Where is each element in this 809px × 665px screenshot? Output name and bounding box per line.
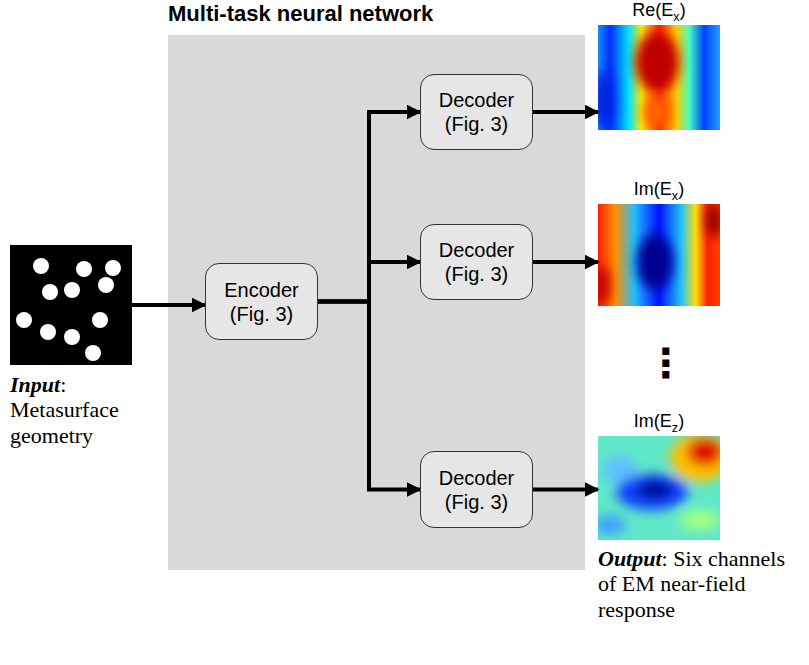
flow-arrow — [132, 303, 205, 307]
image-label: Re(Ex) — [578, 0, 740, 24]
flow-arrow — [533, 110, 598, 114]
image-label: Input: Metasurface geometry — [10, 372, 170, 448]
output-caption: Output: Six channels of EM near-field re… — [598, 546, 806, 622]
ellipsis: ⋮ — [646, 343, 686, 383]
flow-arrow — [533, 488, 598, 492]
image-label: Im(Ez) — [578, 411, 740, 435]
flow-arrow — [533, 260, 598, 264]
module-box: Decoder (Fig. 3) — [420, 451, 533, 528]
module-box: Decoder (Fig. 3) — [420, 74, 533, 150]
field-map — [598, 25, 720, 130]
box-label: Encoder (Fig. 3) — [214, 278, 309, 326]
module-box: Decoder (Fig. 3) — [420, 224, 533, 300]
metasurface-image — [10, 245, 132, 365]
field-map — [598, 204, 720, 306]
box-label: Decoder (Fig. 3) — [429, 466, 524, 514]
box-label: Decoder (Fig. 3) — [429, 88, 524, 136]
image-label: Im(Ex) — [578, 179, 740, 203]
module-box: Encoder (Fig. 3) — [205, 263, 318, 340]
box-label: Decoder (Fig. 3) — [429, 238, 524, 286]
panel-title: Multi-task neural network — [168, 1, 433, 27]
field-map — [598, 436, 720, 540]
